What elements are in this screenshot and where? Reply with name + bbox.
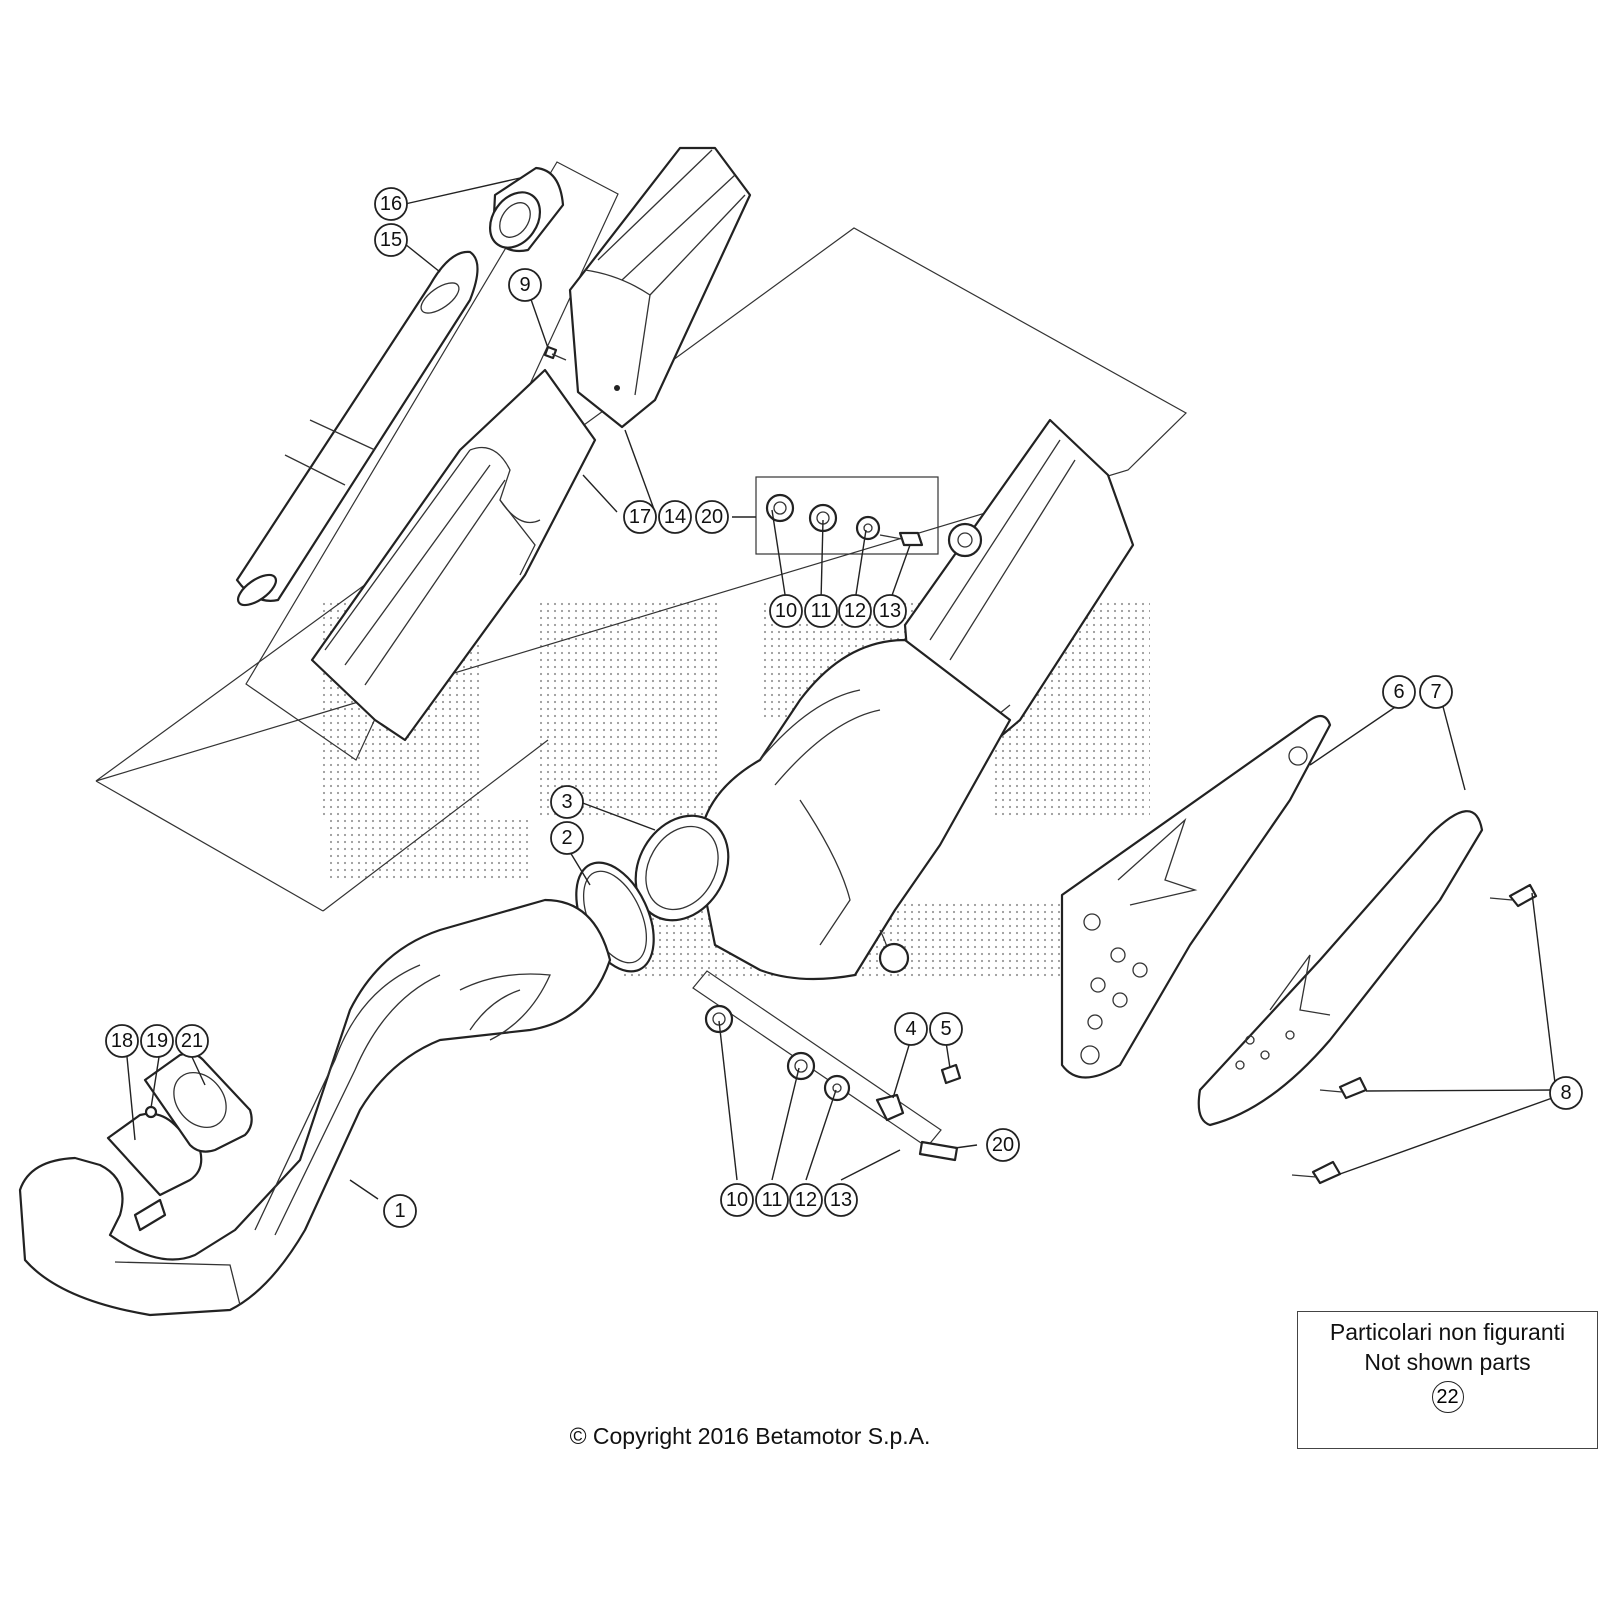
callout-11-bottom: 11 [755,1183,789,1217]
part-15-inner-tube [235,250,479,607]
part-3-silencer-can [634,638,1012,981]
callout-6: 6 [1382,675,1416,709]
callout-20-bottom-label: 20 [992,1134,1014,1156]
callout-8-label: 8 [1560,1082,1571,1104]
callout-10-top-label: 10 [775,600,797,622]
callout-21: 21 [175,1024,209,1058]
part-1-header-pipe [18,898,612,1317]
callout-11-bottom-label: 11 [762,1189,783,1211]
callout-12-bottom: 12 [789,1183,823,1217]
bottom-hardware-group [704,1004,962,1162]
part-16-end-sleeve [488,166,565,253]
not-shown-parts-box: Particolari non figuranti Not shown part… [1297,1311,1598,1449]
callout-9: 9 [508,268,542,302]
callout-12-top: 12 [838,594,872,628]
callout-4: 4 [894,1012,928,1046]
top-hardware-group [765,493,924,547]
callout-13-top: 13 [873,594,907,628]
callout-20-top-label: 20 [701,506,723,528]
callout-15-label: 15 [380,229,402,251]
callout-18: 18 [105,1024,139,1058]
callout-3: 3 [550,785,584,819]
callout-10-top: 10 [769,594,803,628]
callout-1-label: 1 [394,1200,405,1222]
part-19-o-ring [144,1105,158,1119]
callout-17: 17 [623,500,657,534]
callout-8: 8 [1549,1076,1583,1110]
callout-3-label: 3 [561,791,572,813]
callout-16-label: 16 [380,193,402,215]
callout-2: 2 [550,821,584,855]
callout-13-bottom-label: 13 [830,1189,852,1211]
callout-12-bottom-label: 12 [795,1189,817,1211]
callout-14: 14 [658,500,692,534]
callout-18-label: 18 [111,1030,133,1052]
callout-17-label: 17 [629,506,651,528]
callout-9-label: 9 [519,274,530,296]
callout-2-label: 2 [561,827,572,849]
leader-lines [126,177,1556,1200]
callout-10-bottom: 10 [720,1183,754,1217]
part-9-screw [543,345,567,361]
callout-10-bottom-label: 10 [726,1189,748,1211]
callout-5: 5 [929,1012,963,1046]
part-14-rear-shell [568,146,752,429]
not-shown-parts-english: Not shown parts [1364,1349,1531,1375]
callout-5-label: 5 [940,1018,951,1040]
callout-6-label: 6 [1393,681,1404,703]
callout-11-top: 11 [804,594,838,628]
callout-22: 22 [1431,1381,1464,1413]
callout-7: 7 [1419,675,1453,709]
assembly-frames [95,161,1187,1148]
part-7-shield-cover [1197,810,1484,1127]
callout-20-bottom: 20 [986,1128,1020,1162]
part-17-silencer-body [310,368,597,742]
callout-19-label: 19 [146,1030,168,1052]
callout-4-label: 4 [905,1018,916,1040]
not-shown-parts-italian: Particolari non figuranti [1329,1319,1566,1345]
callout-11-top-label: 11 [811,600,832,622]
callout-13-bottom: 13 [824,1183,858,1217]
callout-13-top-label: 13 [879,600,901,622]
callout-1: 1 [383,1194,417,1228]
callout-21-label: 21 [181,1030,203,1052]
callout-16: 16 [374,187,408,221]
callout-15: 15 [374,223,408,257]
callout-7-label: 7 [1430,681,1441,703]
callout-19: 19 [140,1024,174,1058]
copyright-notice: © Copyright 2016 Betamotor S.p.A. [569,1423,931,1449]
callout-12-top-label: 12 [844,600,866,622]
part-6-heat-shield [1060,714,1332,1079]
callout-20-top: 20 [695,500,729,534]
callout-14-label: 14 [664,506,686,528]
